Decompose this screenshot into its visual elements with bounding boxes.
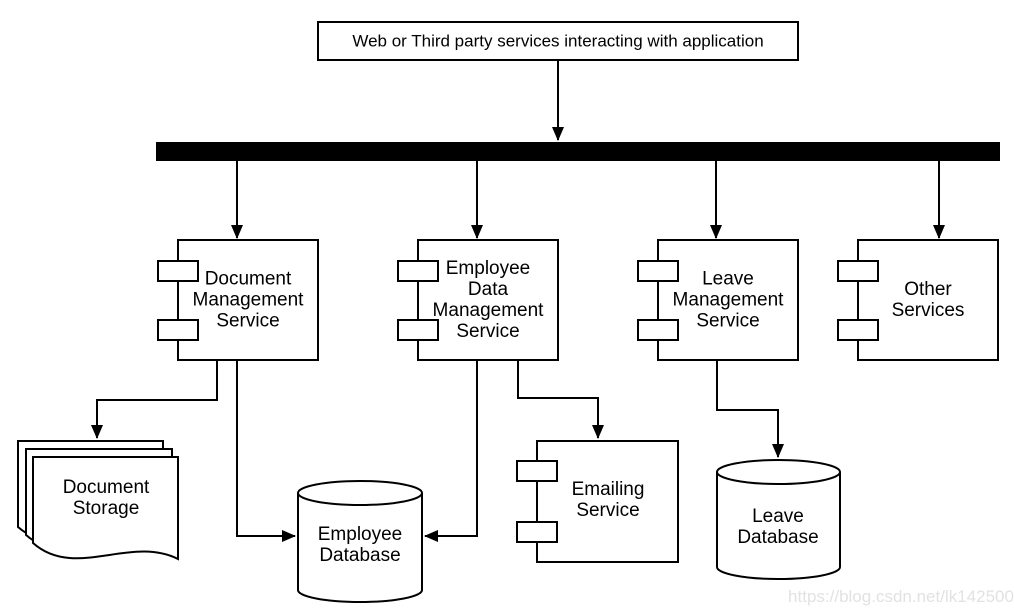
component-tab xyxy=(397,319,439,341)
connector-document-management-to-document-storage xyxy=(91,360,218,439)
cylinder-body xyxy=(716,472,841,580)
component-tab xyxy=(397,260,439,282)
component-other-services xyxy=(837,239,999,361)
label-document-management-service: Document Management Service xyxy=(192,268,304,332)
document-page-front xyxy=(32,456,179,561)
label-other-services: Other Services xyxy=(891,279,965,321)
cylinder-top xyxy=(716,459,841,485)
component-tab xyxy=(157,260,199,282)
label-employee-data-management-service: Employee Data Management Service xyxy=(432,258,544,342)
label-leave-management-service: Leave Management Service xyxy=(672,268,784,332)
document-storage-shape xyxy=(17,440,179,561)
component-employee-data-management-service xyxy=(397,239,559,361)
component-box xyxy=(177,239,319,361)
cylinder-body xyxy=(297,493,423,603)
bus-bar xyxy=(156,142,1000,161)
cylinder-top xyxy=(297,480,423,506)
component-box xyxy=(536,440,679,563)
watermark-text: https://blog.csdn.net/lk142500 xyxy=(788,587,1014,606)
component-tab xyxy=(837,319,879,341)
connector-employee-data-management-to-emailing-service xyxy=(517,360,604,439)
component-box xyxy=(657,239,799,361)
label-emailing-service: Emailing Service xyxy=(571,479,645,521)
component-tab xyxy=(157,319,199,341)
connector-leave-management-to-leave-database xyxy=(716,360,784,458)
label-document-storage: Document Storage xyxy=(62,477,150,519)
component-tab xyxy=(837,260,879,282)
component-document-management-service xyxy=(157,239,319,361)
component-box xyxy=(857,239,999,361)
diagram-title: Web or Third party services interacting … xyxy=(352,31,764,51)
component-tab xyxy=(637,260,679,282)
component-emailing-service xyxy=(516,440,679,563)
title-box xyxy=(317,21,799,61)
label-employee-database: Employee Database xyxy=(317,524,403,566)
component-box xyxy=(417,239,559,361)
employee-database-cylinder xyxy=(297,480,423,603)
component-tab xyxy=(637,319,679,341)
label-leave-database: Leave Database xyxy=(737,506,819,548)
connector-document-management-to-employee-database xyxy=(236,360,296,542)
component-leave-management-service xyxy=(637,239,799,361)
component-tab xyxy=(516,460,558,482)
connector-employee-data-management-to-employee-database xyxy=(424,360,478,542)
component-tab xyxy=(516,521,558,543)
leave-database-cylinder xyxy=(716,459,841,580)
